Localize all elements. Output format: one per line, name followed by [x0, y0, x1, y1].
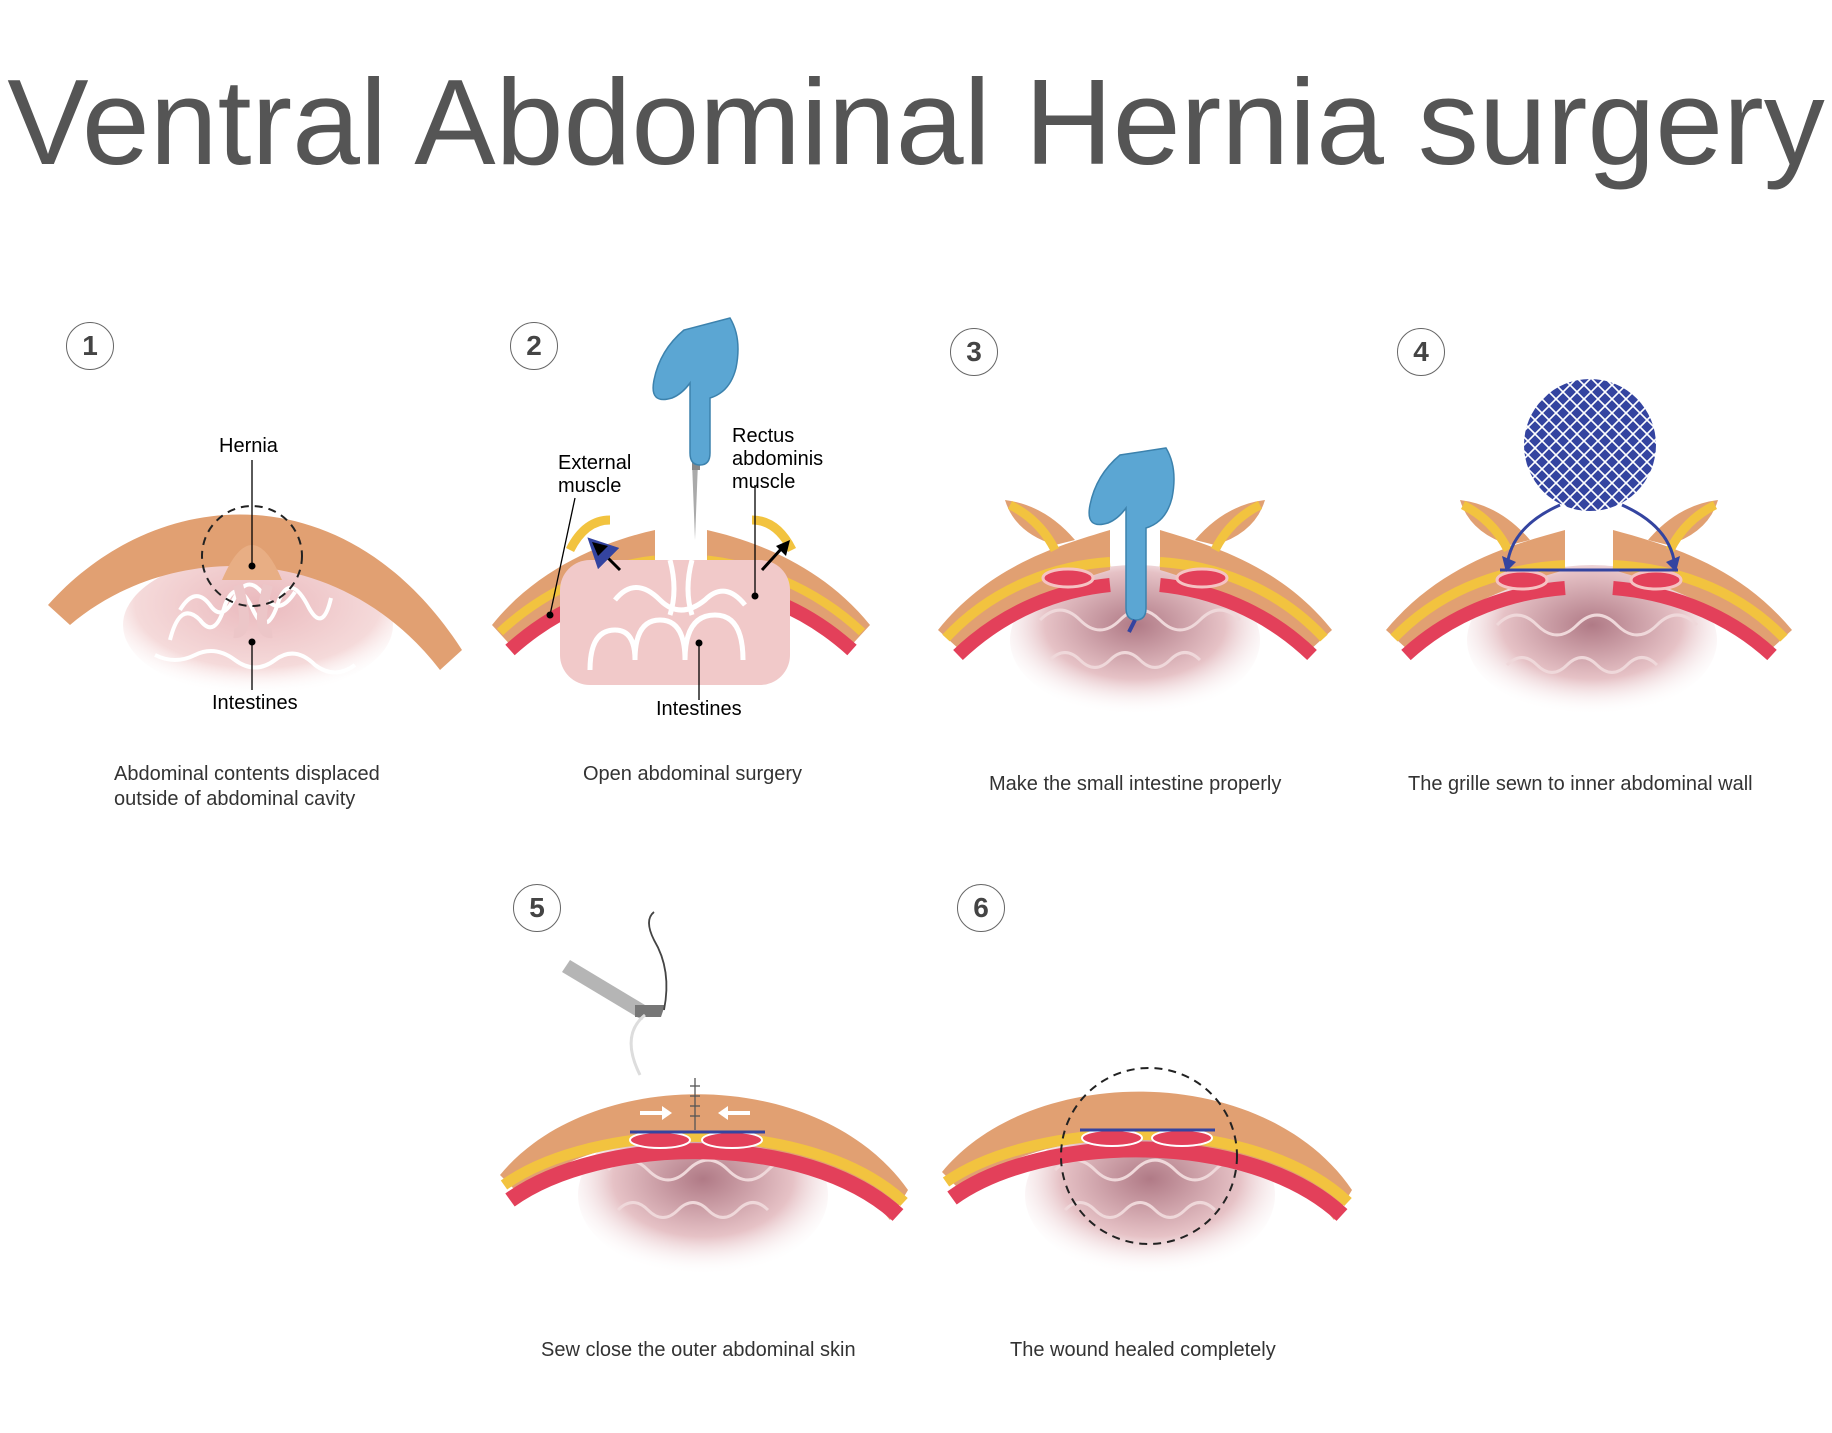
intestine-folds	[154, 582, 357, 675]
intestines-label: Intestines	[656, 698, 742, 720]
step-1-panel: 1 Hernia Intestines Abdominal contents d…	[0, 0, 470, 840]
step-6-illustration	[942, 1067, 1352, 1275]
step-4-panel: 4 The grille sewn to inner abdominal wal…	[1360, 0, 1832, 840]
step-3-illustration	[938, 447, 1332, 715]
external-muscle-label: External muscle	[558, 452, 632, 497]
step-5-illustration	[500, 911, 908, 1275]
step-4-caption: The grille sewn to inner abdominal wall	[1408, 773, 1753, 795]
step-4-illustration	[1386, 379, 1792, 715]
abdominal-wall	[500, 1094, 908, 1220]
step-1-caption: Abdominal contents displaced outside of …	[114, 763, 380, 810]
forceps-icon	[562, 960, 650, 1020]
step-number-3: 3	[950, 328, 998, 376]
abdominal-wall	[942, 1091, 1352, 1220]
step-3-caption: Make the small intestine properly	[989, 773, 1282, 795]
intestines-shape	[1467, 565, 1717, 715]
step-2-illustration	[492, 317, 870, 700]
intestines-shape	[1010, 565, 1260, 715]
intestines-label: Intestines	[212, 692, 298, 714]
healed-area-dashed-circle	[1060, 1067, 1238, 1245]
step-5-caption: Sew close the outer abdominal skin	[541, 1339, 856, 1361]
step-2-panel: 2 Exte	[470, 0, 910, 840]
step-number-4: 4	[1397, 328, 1445, 376]
step-6-caption: The wound healed completely	[1010, 1339, 1276, 1361]
step-6-panel: 6 The wound healed completely	[920, 860, 1370, 1380]
rectus-muscle-label: Rectus abdominis muscle	[732, 425, 824, 493]
step-number-1: 1	[66, 322, 114, 370]
glove-icon	[652, 317, 739, 466]
step-5-panel: 5 Sew close the outer abdominal skin	[480, 860, 920, 1380]
glove-icon	[1088, 447, 1175, 621]
step-number-5: 5	[513, 884, 561, 932]
step-1-illustration	[48, 460, 462, 695]
abdominal-wall	[48, 514, 462, 670]
page-title: Ventral Abdominal Hernia surgery	[7, 54, 1825, 190]
step-2-caption: Open abdominal surgery	[583, 763, 803, 785]
step-number-6: 6	[957, 884, 1005, 932]
hernia-label: Hernia	[219, 435, 278, 457]
hernia-dashed-circle	[201, 505, 303, 607]
mesh-grille-icon	[1524, 379, 1656, 511]
step-3-panel: 3 Make the small intestine properly	[910, 0, 1360, 840]
step-number-2: 2	[510, 322, 558, 370]
